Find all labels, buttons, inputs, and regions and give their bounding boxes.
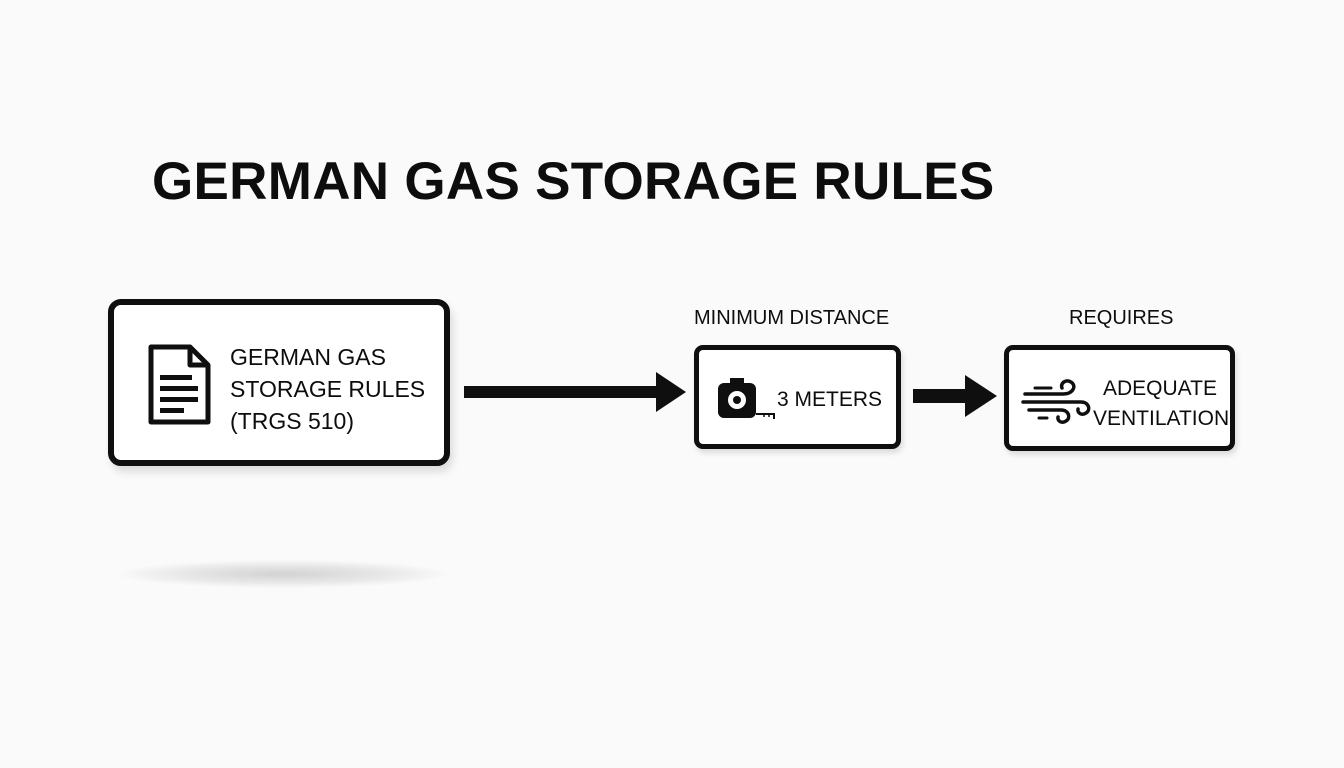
ventilation-text: ADEQUATE VENTILATION (1093, 374, 1229, 434)
page-title: GERMAN GAS STORAGE RULES (152, 152, 995, 211)
ventilation-line-1: ADEQUATE (1103, 377, 1217, 400)
requires-label: REQUIRES (1069, 307, 1174, 329)
distance-value: 3 METERS (777, 388, 883, 411)
source-line-2: STORAGE RULES (230, 376, 426, 402)
ventilation-line-2: VENTILATION (1093, 407, 1230, 430)
source-text: GERMAN GAS STORAGE RULES (TRGS 510) (230, 341, 425, 437)
arrow-right-long (464, 372, 686, 412)
arrow-right-short (913, 375, 997, 417)
source-line-3: (TRGS 510) (230, 408, 354, 434)
floor-shadow (118, 560, 448, 588)
ventilation-box: ADEQUATE VENTILATION (1004, 345, 1235, 451)
document-icon (148, 344, 211, 425)
source-box: GERMAN GAS STORAGE RULES (TRGS 510) (108, 299, 450, 466)
source-line-1: GERMAN GAS (230, 344, 386, 370)
distance-box: 3 METERS (694, 345, 901, 449)
tape-measure-icon (718, 378, 775, 419)
minimum-distance-label: MINIMUM DISTANCE (694, 307, 890, 329)
wind-icon (1021, 379, 1091, 424)
